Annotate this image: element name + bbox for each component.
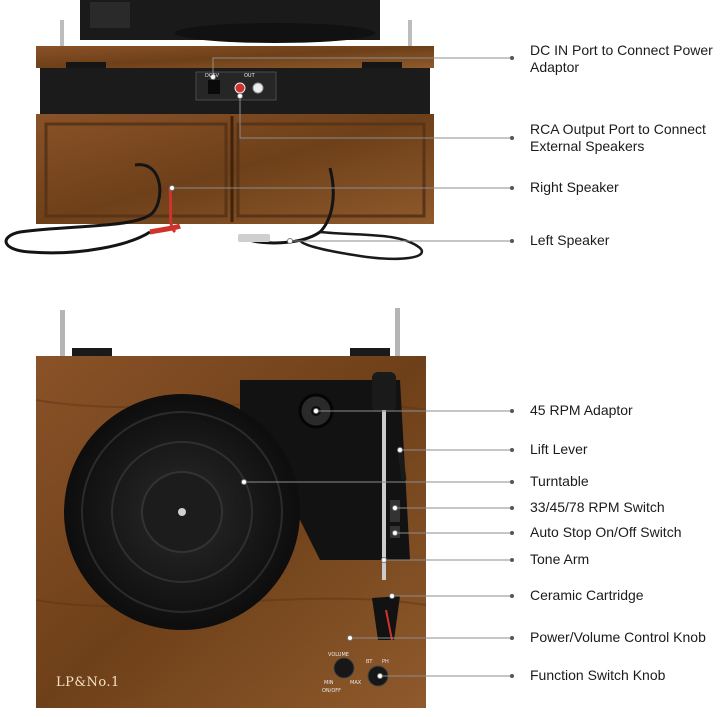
- end-dot-lift-lever: [510, 448, 514, 452]
- platter-ring-mid: [111, 441, 253, 583]
- callout-rpm-switch: 33/45/78 RPM Switch: [530, 499, 665, 515]
- ph-label: PH: [382, 659, 389, 665]
- callout-rca-output: RCA Output Port to Connect External Spea…: [530, 121, 706, 155]
- callout-rpm-adaptor: 45 RPM Adaptor: [530, 402, 633, 418]
- dc-in-port: [208, 80, 220, 94]
- line-dc-in: [212, 57, 510, 77]
- dc-port-label: DC5V: [205, 73, 219, 79]
- dot-cartridge: [389, 593, 395, 599]
- callout-dc-in: DC IN Port to Connect Power Adaptor: [530, 42, 713, 76]
- onoff-label: ON/OFF: [322, 688, 342, 694]
- dot-rpm-adaptor: [313, 408, 319, 414]
- front-view: [35, 308, 427, 708]
- left-lid-rod: [60, 310, 65, 360]
- right-lid-rod: [395, 308, 400, 358]
- callout-end-dots: [510, 56, 514, 678]
- callout-lines: [172, 57, 510, 677]
- end-dot-cartridge: [510, 594, 514, 598]
- dot-rpm-switch: [392, 505, 398, 511]
- dot-right-speaker: [169, 185, 175, 191]
- power-volume-knob: [333, 657, 355, 679]
- back-view: [4, 0, 434, 261]
- callout-auto-stop: Auto Stop On/Off Switch: [530, 524, 682, 540]
- callout-rca-output-line2: External Speakers: [530, 138, 645, 154]
- rca-red-port: [234, 82, 246, 94]
- end-dot-tone-arm: [510, 558, 514, 562]
- dot-left-speaker: [287, 238, 293, 244]
- out-port-label: OUT: [244, 73, 255, 79]
- dot-function-switch: [377, 673, 383, 679]
- volume-label: VOLUME: [328, 652, 349, 658]
- cartridge-head: [372, 596, 400, 640]
- line-rca-output: [239, 96, 510, 139]
- max-label: MAX: [350, 680, 362, 686]
- end-dot-right-speaker: [510, 186, 514, 190]
- dot-tone-arm: [381, 557, 387, 563]
- lift-lever-mark: [397, 449, 407, 481]
- end-dot-dc-in: [510, 56, 514, 60]
- right-hinge-rod: [408, 20, 412, 70]
- tone-arm-base: [372, 372, 396, 412]
- platter-ring-outer: [81, 411, 283, 613]
- dot-auto-stop: [392, 530, 398, 536]
- left-speaker-coil: [298, 230, 424, 261]
- callout-cartridge: Ceramic Cartridge: [530, 587, 644, 603]
- callout-dc-in-line1: DC IN Port to Connect Power: [530, 42, 713, 58]
- brand-logo: LP&No.1: [56, 675, 120, 690]
- min-label: MIN: [324, 680, 334, 686]
- left-lid-hinge: [72, 348, 112, 358]
- left-speaker-frame: [44, 122, 228, 218]
- red-rca-cable: [168, 187, 177, 234]
- callout-function-switch: Function Switch Knob: [530, 667, 666, 683]
- right-lid-hinge: [350, 348, 390, 358]
- end-dot-rpm-switch: [510, 506, 514, 510]
- end-dot-rpm-adaptor: [510, 409, 514, 413]
- callout-dc-in-line2: Adaptor: [530, 59, 580, 75]
- end-dot-function-switch: [510, 674, 514, 678]
- spindle: [178, 508, 186, 516]
- callout-right-speaker: Right Speaker: [530, 179, 619, 195]
- platter-edge: [175, 23, 375, 43]
- end-dot-turntable: [510, 480, 514, 484]
- left-hinge-rod: [60, 20, 64, 70]
- end-dot-rca-output: [510, 136, 514, 140]
- dot-rca-output: [237, 93, 243, 99]
- callout-turntable: Turntable: [530, 473, 589, 489]
- end-dot-auto-stop: [510, 531, 514, 535]
- dot-dc-in: [210, 74, 216, 80]
- callout-rca-output-line1: RCA Output Port to Connect: [530, 121, 706, 137]
- left-rca-plug: [238, 234, 270, 242]
- right-rca-plug: [149, 223, 181, 235]
- cartridge-red: [385, 609, 393, 641]
- end-dot-power-volume: [510, 636, 514, 640]
- speaker-box: [36, 114, 434, 224]
- right-speaker-cable: [4, 163, 162, 255]
- dot-power-volume: [347, 635, 353, 641]
- dot-lift-lever: [397, 447, 403, 453]
- end-dot-left-speaker: [510, 239, 514, 243]
- callout-dots: [169, 74, 403, 679]
- dot-turntable: [241, 479, 247, 485]
- bt-label: BT: [366, 659, 373, 665]
- rca-white-port: [252, 82, 264, 94]
- tone-arm-base-back: [90, 2, 130, 28]
- callout-power-volume: Power/Volume Control Knob: [530, 629, 706, 645]
- back-wood-band: [36, 46, 434, 68]
- callout-tone-arm: Tone Arm: [530, 551, 590, 567]
- callout-left-speaker: Left Speaker: [530, 232, 610, 248]
- callout-lift-lever: Lift Lever: [530, 441, 588, 457]
